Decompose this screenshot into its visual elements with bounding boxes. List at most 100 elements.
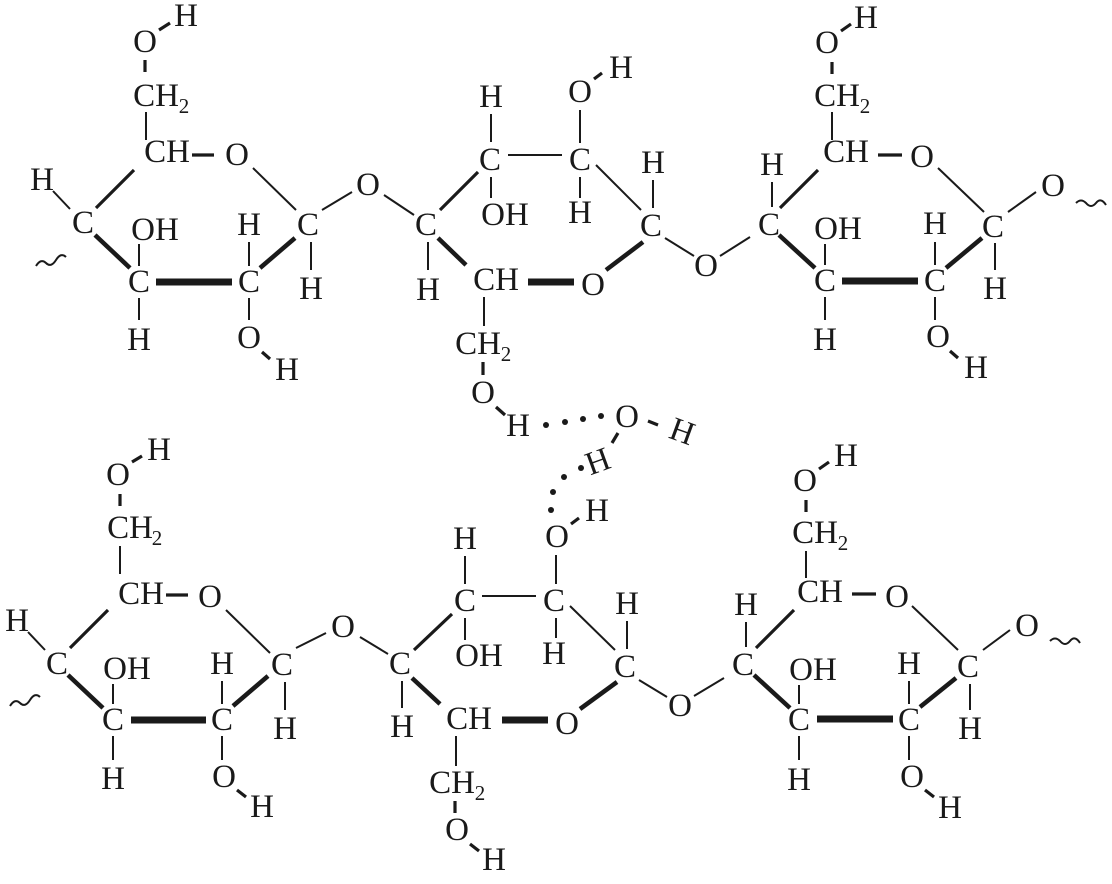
atom-c: C	[454, 583, 476, 619]
glucose-unit-1: O H CH 2 CH O C C C C H OH	[5, 432, 297, 825]
ring-oxygen: O	[885, 579, 909, 615]
chain-continuation-icon	[1049, 637, 1081, 645]
atom-c: C	[924, 263, 946, 299]
bottom-chain: O H CH 2 CH O C C C C H OH	[5, 432, 1081, 878]
atom-h: H	[127, 322, 151, 358]
atom-ch: CH	[823, 134, 869, 170]
atom-h: H	[174, 0, 198, 34]
top-chain: O H CH 2 CH O C C C C H OH	[30, 0, 1107, 444]
atom-h: H	[897, 646, 921, 682]
water-hydrogen: H	[581, 441, 616, 483]
atom-oh: OH	[131, 212, 179, 248]
atom-h: H	[453, 521, 477, 557]
glycosidic-oxygen: O	[694, 248, 718, 284]
subscript-2: 2	[501, 342, 512, 366]
atom-h: H	[479, 79, 503, 115]
atom-h: H	[482, 842, 506, 878]
atom-ch2: CH	[792, 515, 838, 551]
ring-oxygen: O	[198, 579, 222, 615]
atom-h: H	[299, 271, 323, 307]
atom-h: H	[615, 586, 639, 622]
atom-h: H	[813, 322, 837, 358]
atom-o: O	[471, 375, 495, 411]
water-oxygen: O	[615, 399, 639, 435]
chain-continuation-icon	[9, 694, 41, 707]
atom-o: O	[445, 812, 469, 848]
glycosidic-oxygen: O	[668, 688, 692, 724]
atom-oh: OH	[455, 638, 503, 674]
glucose-unit-3: O H CH 2 CH O C C C C H OH	[758, 0, 1107, 386]
atom-ch: CH	[144, 134, 190, 170]
ring-oxygen: O	[225, 137, 249, 173]
atom-ch: CH	[473, 262, 519, 298]
atom-h: H	[938, 790, 962, 826]
atom-o: O	[793, 463, 817, 499]
subscript-2: 2	[475, 781, 486, 805]
atom-h: H	[568, 195, 592, 231]
ring-oxygen: O	[581, 267, 605, 303]
subscript-2: 2	[152, 526, 163, 550]
atom-h: H	[983, 271, 1007, 307]
atom-ch2: CH	[455, 326, 501, 362]
atom-h: H	[250, 789, 274, 825]
subscript-2: 2	[838, 531, 849, 555]
water-hydrogen-bridge: O H H	[543, 399, 699, 513]
atom-c: C	[271, 647, 293, 683]
atom-oh: OH	[481, 197, 529, 233]
atom-oh: OH	[814, 211, 862, 247]
atom-h: H	[101, 761, 125, 797]
atom-c: C	[732, 647, 754, 683]
ring-oxygen: O	[910, 139, 934, 175]
atom-h: H	[390, 709, 414, 745]
atom-c: C	[758, 207, 780, 243]
atom-h: H	[5, 603, 29, 639]
atom-c: C	[898, 702, 920, 738]
atom-c: C	[640, 208, 662, 244]
atom-c: C	[415, 207, 437, 243]
atom-h: H	[506, 408, 530, 444]
atom-c: C	[46, 646, 68, 682]
glucose-unit-2: C C C C O CH H OH O H H H	[415, 50, 665, 444]
atom-o: O	[106, 457, 130, 493]
atom-ch: CH	[118, 576, 164, 612]
glycosidic-oxygen: O	[356, 167, 380, 203]
atom-ch2: CH	[814, 78, 860, 114]
atom-c: C	[569, 142, 591, 178]
atom-h: H	[964, 350, 988, 386]
atom-h: H	[275, 352, 299, 388]
atom-o: O	[237, 320, 261, 356]
subscript-2: 2	[860, 94, 871, 118]
chain-continuation-icon	[1075, 199, 1107, 207]
atom-h: H	[542, 636, 566, 672]
atom-ch: CH	[797, 574, 843, 610]
atom-h: H	[923, 206, 947, 242]
atom-h: H	[416, 272, 440, 308]
ring-oxygen: O	[555, 706, 579, 742]
atom-h: H	[237, 207, 261, 243]
atom-c: C	[957, 649, 979, 685]
atom-o: O	[926, 319, 950, 355]
atom-o: O	[545, 519, 569, 555]
glycosidic-oxygen: O	[331, 609, 355, 645]
atom-c: C	[238, 264, 260, 300]
atom-c: C	[72, 205, 94, 241]
atom-h: H	[958, 711, 982, 747]
atom-c: C	[543, 583, 565, 619]
atom-o: O	[900, 759, 924, 795]
atom-c: C	[479, 142, 501, 178]
glucose-unit-3: O H CH 2 CH O C C C C H OH H	[732, 438, 1081, 826]
atom-c: C	[982, 209, 1004, 245]
atom-c: C	[788, 702, 810, 738]
glycosidic-oxygen: O	[1015, 608, 1039, 644]
glucose-unit-2: C C C C O CH H OH O H H H	[389, 493, 639, 878]
atom-o: O	[815, 25, 839, 61]
atom-c: C	[614, 649, 636, 685]
atom-oh: OH	[789, 652, 837, 688]
atom-h: H	[834, 438, 858, 474]
atom-c: C	[297, 207, 319, 243]
atom-ch2: CH	[133, 78, 179, 114]
atom-oh: OH	[103, 651, 151, 687]
atom-o: O	[568, 74, 592, 110]
chain-continuation-icon	[35, 254, 67, 267]
